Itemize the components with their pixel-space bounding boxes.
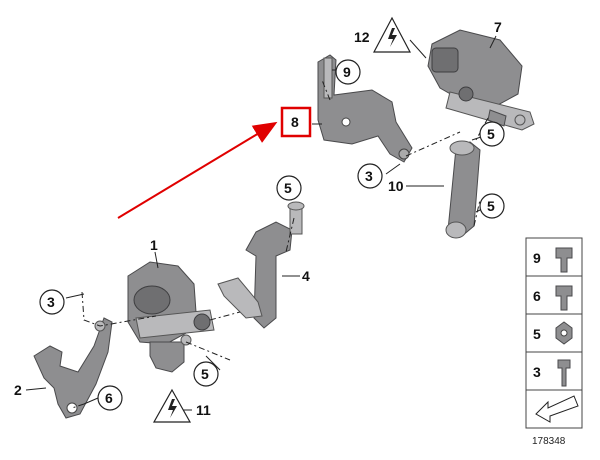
- callout-12: 12: [354, 29, 370, 45]
- svg-text:5: 5: [533, 326, 541, 342]
- callout-10: 10: [388, 178, 404, 194]
- level-sensor-part-1[interactable]: [127, 261, 215, 373]
- callout-11: 11: [196, 402, 211, 418]
- svg-text:9: 9: [533, 250, 541, 266]
- link-rod-part-4[interactable]: [217, 201, 305, 329]
- svg-text:6: 6: [533, 288, 541, 304]
- callout-2: 2: [14, 382, 22, 398]
- svg-text:9: 9: [343, 64, 351, 80]
- legend-item-9[interactable]: 9: [533, 247, 573, 273]
- legend-direction: [535, 395, 579, 423]
- callout-5-right: 5: [479, 193, 505, 219]
- legend-item-3[interactable]: 3: [533, 359, 571, 387]
- callout-1: 1: [150, 237, 158, 253]
- callout-4: 4: [302, 268, 310, 284]
- callout-6: 6: [97, 385, 123, 411]
- electrical-warning-icon-11: [152, 388, 192, 423]
- bolt-9-icon: [555, 247, 573, 273]
- svg-text:5: 5: [487, 126, 495, 142]
- svg-text:3: 3: [533, 364, 541, 380]
- electrical-warning-icon-12: [373, 16, 411, 53]
- highlight-arrow: [117, 121, 278, 219]
- bolt-6-icon: [555, 285, 573, 311]
- bracket-part-2[interactable]: [33, 317, 113, 419]
- callout-3-left: 3: [39, 289, 65, 315]
- callout-3-upper: 3: [357, 163, 383, 189]
- svg-text:5: 5: [284, 180, 292, 196]
- callout-5-middle: 5: [276, 175, 302, 201]
- svg-text:6: 6: [105, 390, 113, 406]
- direction-arrow-icon: [535, 395, 579, 423]
- svg-text:3: 3: [47, 294, 55, 310]
- callout-8-highlighted[interactable]: 8: [280, 106, 312, 138]
- callout-5-bottom: 5: [193, 361, 219, 387]
- svg-text:3: 3: [365, 168, 373, 184]
- callout-7: 7: [494, 19, 502, 35]
- legend-item-5[interactable]: 5: [533, 321, 573, 345]
- assembly-lines: [71, 79, 489, 409]
- svg-text:5: 5: [487, 198, 495, 214]
- hardware-legend: 9 6 5 3: [525, 237, 583, 429]
- level-sensor-part-7[interactable]: [427, 29, 535, 131]
- image-id: 178348: [532, 436, 566, 447]
- callout-9: 9: [335, 59, 361, 85]
- svg-text:8: 8: [291, 114, 299, 130]
- svg-text:5: 5: [201, 366, 209, 382]
- bracket-part-8[interactable]: [317, 54, 413, 163]
- legend-item-6[interactable]: 6: [533, 285, 573, 311]
- callout-5-upper-right: 5: [479, 121, 505, 147]
- screw-3-icon: [557, 359, 571, 387]
